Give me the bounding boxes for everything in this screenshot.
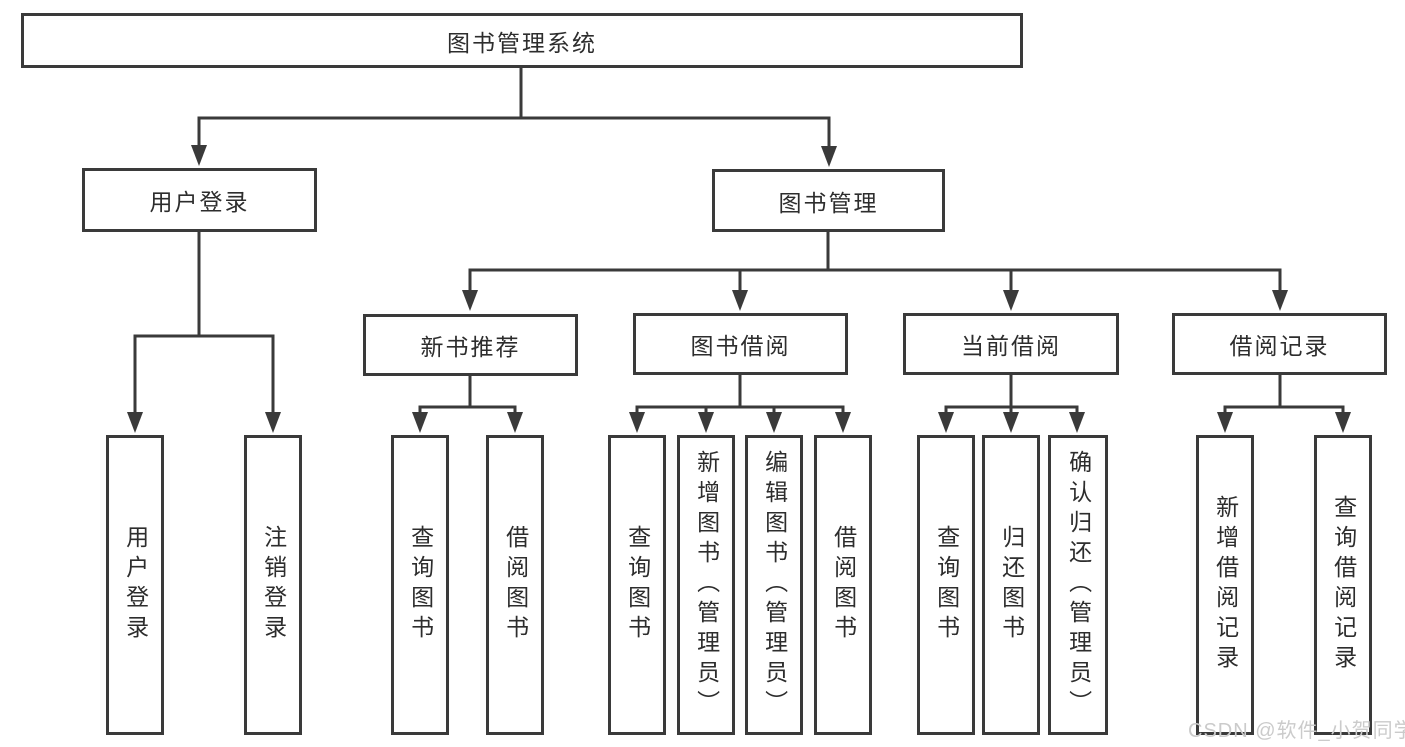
arrow-down-icon: [732, 290, 748, 311]
connector-new-book-split: [418, 374, 517, 420]
leaf-query-books: 查询图书: [391, 435, 449, 735]
node-label: 归还图书: [998, 525, 1025, 645]
connector-current-borrow-split: [944, 373, 1079, 420]
arrow-down-icon: [766, 412, 782, 433]
arrow-down-icon: [629, 412, 645, 433]
leaf-confirm-return-admin: 确认归还（管理员）: [1048, 435, 1108, 735]
leaf-add-book-admin: 新增图书（管理员）: [677, 435, 735, 735]
node-label: 注销登录: [260, 525, 287, 645]
arrow-down-icon: [462, 290, 478, 311]
leaf-edit-book-admin: 编辑图书（管理员）: [745, 435, 803, 735]
node-label: 查询借阅记录: [1330, 495, 1357, 675]
node-new-book-recommend: 新书推荐: [363, 314, 578, 376]
node-label: 新增借阅记录: [1212, 495, 1239, 675]
arrow-down-icon: [698, 412, 714, 433]
arrow-down-icon: [507, 412, 523, 433]
node-label: 借阅记录: [1229, 333, 1330, 359]
arrowheads: [127, 145, 1351, 433]
node-label: 借阅图书: [830, 525, 857, 645]
arrow-down-icon: [1003, 412, 1019, 433]
node-label: 新增图书（管理员）: [693, 450, 720, 720]
node-borrow-records: 借阅记录: [1172, 313, 1387, 375]
node-label: 确认归还（管理员）: [1065, 450, 1092, 720]
node-label: 查询图书: [933, 525, 960, 645]
node-book-management: 图书管理: [712, 169, 945, 232]
connector-user-login-split: [133, 230, 275, 419]
node-book-borrow: 图书借阅: [633, 313, 848, 375]
leaf-query-books: 查询图书: [917, 435, 975, 735]
leaf-logout: 注销登录: [244, 435, 302, 735]
connector-book-borrow-split: [635, 373, 845, 420]
connector-root-split: [197, 66, 831, 153]
node-label: 图书管理: [778, 189, 879, 216]
node-label: 用户登录: [149, 189, 250, 215]
arrow-down-icon: [835, 412, 851, 433]
node-label: 查询图书: [624, 525, 651, 645]
arrow-down-icon: [1272, 290, 1288, 311]
node-label: 借阅图书: [502, 525, 529, 645]
arrow-down-icon: [191, 145, 207, 166]
arrow-down-icon: [127, 412, 143, 433]
arrow-down-icon: [265, 412, 281, 433]
leaf-add-borrow-record: 新增借阅记录: [1196, 435, 1254, 735]
arrow-down-icon: [938, 412, 954, 433]
node-label: 用户登录: [122, 525, 149, 645]
node-label: 查询图书: [407, 525, 434, 645]
csdn-watermark: CSDN @软件_小贺同学: [1188, 720, 1405, 742]
node-label: 新书推荐: [420, 334, 521, 360]
node-label: 当前借阅: [961, 333, 1061, 359]
leaf-query-books: 查询图书: [608, 435, 666, 735]
arrow-down-icon: [1069, 412, 1085, 433]
arrow-down-icon: [1335, 412, 1351, 433]
arrow-down-icon: [1003, 290, 1019, 311]
leaf-borrow-books: 借阅图书: [486, 435, 544, 735]
arrow-down-icon: [1217, 412, 1233, 433]
connector-book-mgmt-split: [468, 230, 1282, 298]
node-current-borrow: 当前借阅: [903, 313, 1119, 375]
leaf-user-login: 用户登录: [106, 435, 164, 735]
leaf-borrow-books: 借阅图书: [814, 435, 872, 735]
leaf-query-borrow-record: 查询借阅记录: [1314, 435, 1372, 735]
arrow-down-icon: [821, 146, 837, 167]
node-label: 图书管理系统: [447, 29, 597, 56]
connector-borrow-records-split: [1223, 373, 1345, 420]
arrow-down-icon: [412, 412, 428, 433]
node-label: 编辑图书（管理员）: [761, 450, 788, 720]
node-label: 图书借阅: [690, 333, 791, 359]
leaf-return-books: 归还图书: [982, 435, 1040, 735]
node-user-login: 用户登录: [82, 168, 317, 232]
node-root-library-system: 图书管理系统: [21, 13, 1023, 68]
